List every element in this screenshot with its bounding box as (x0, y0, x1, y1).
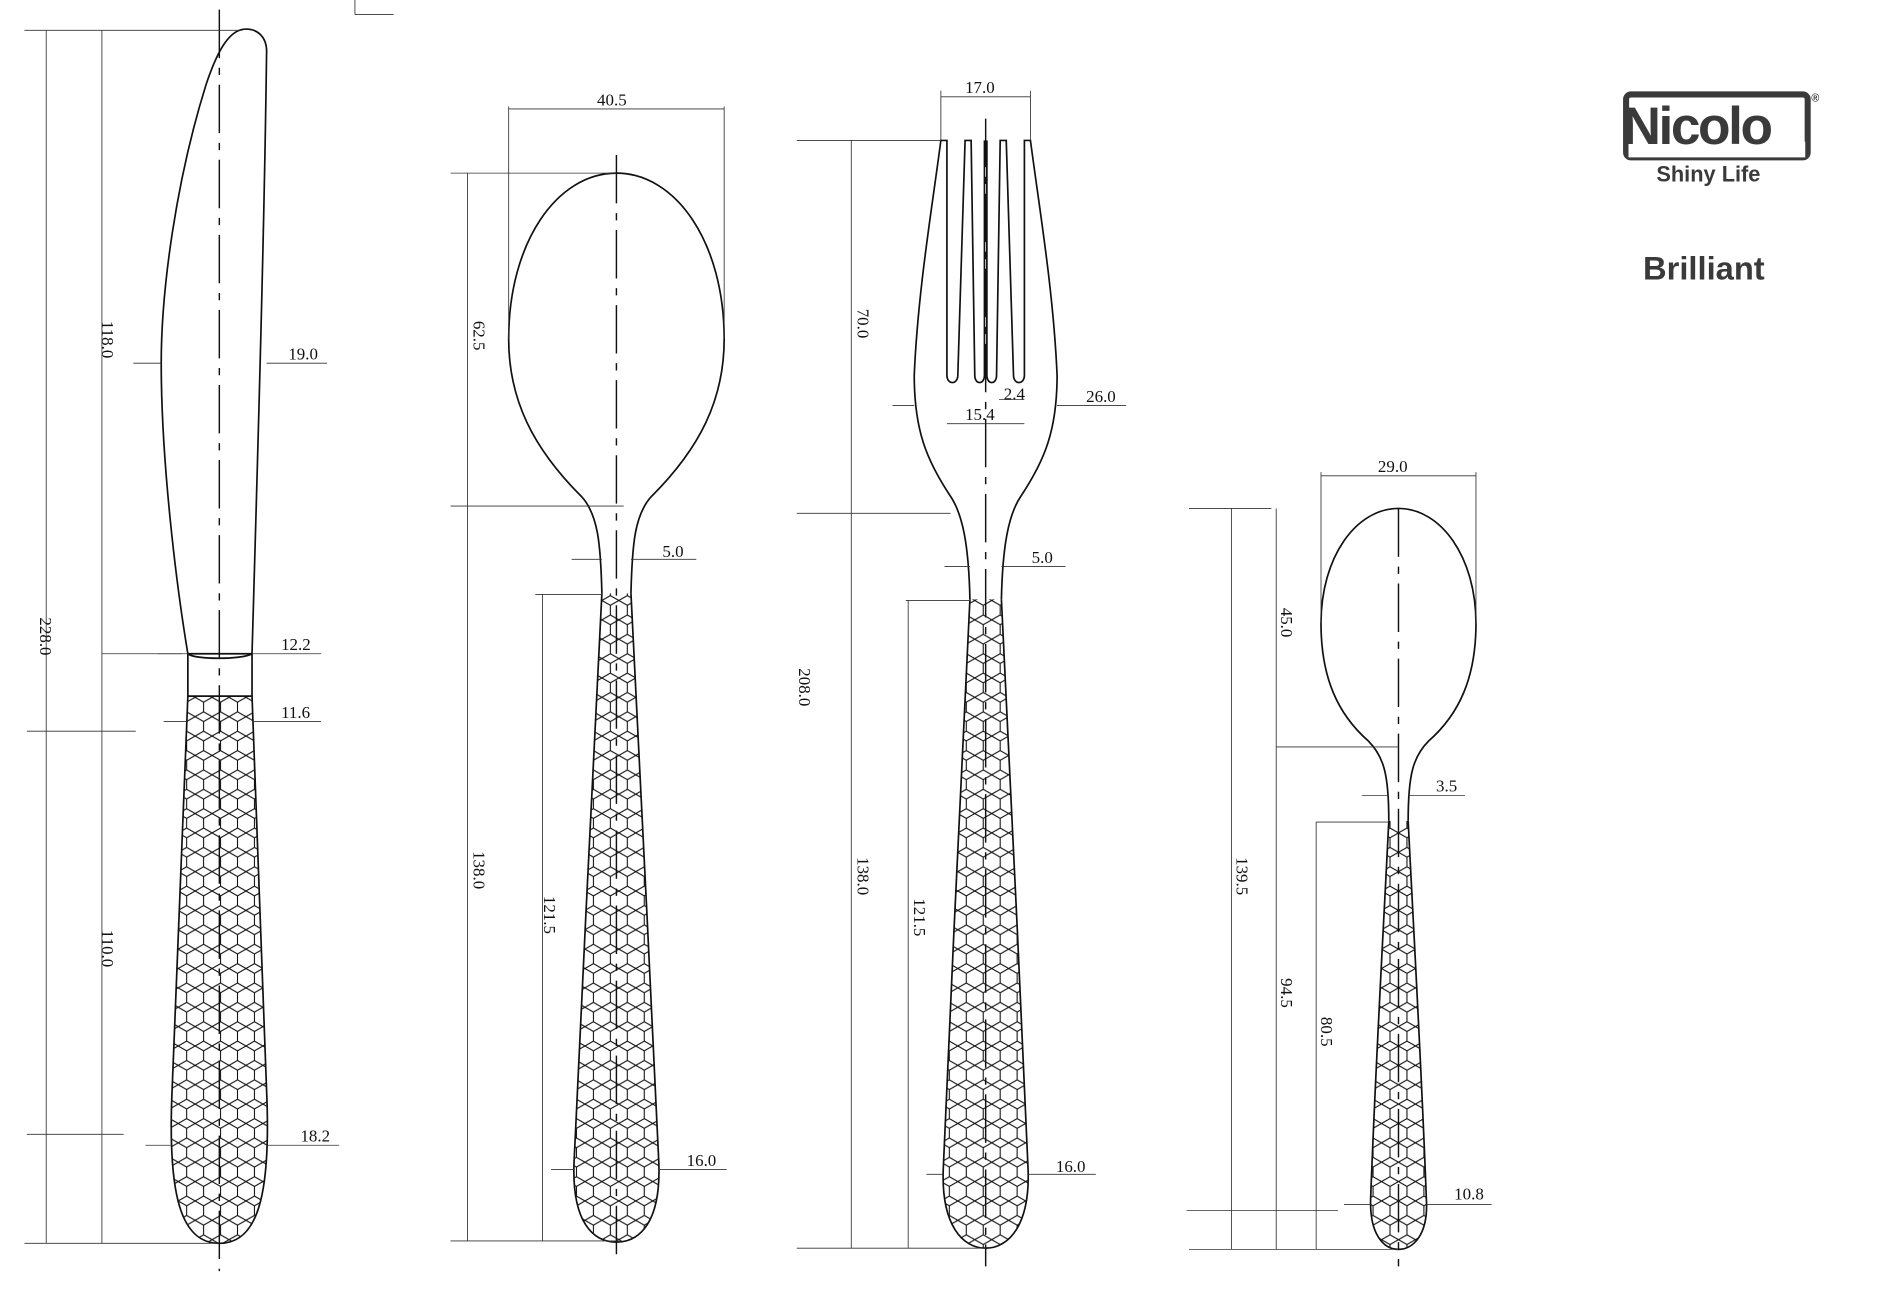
collection-name: Brilliant (1643, 250, 1765, 287)
teaspoon-pattern-dim: 80.5 (1317, 1017, 1336, 1047)
fork-neck-dim: 5.0 (1032, 548, 1053, 567)
knife-neck-width-dim: 12.2 (281, 635, 311, 654)
teaspoon-handle-dim: 94.5 (1277, 978, 1296, 1008)
teaspoon-handle-bottom-dim: 10.8 (1454, 1185, 1484, 1204)
teaspoon-bowl-width-dim: 29.0 (1378, 457, 1408, 476)
knife-handle-bottom-dim: 18.2 (300, 1127, 330, 1146)
teaspoon-neck-dim: 3.5 (1436, 777, 1457, 796)
knife-blade-width-dim: 19.0 (288, 345, 318, 364)
teaspoon: 29.0 45.0 3.5 139.5 94.5 80.5 10.8 (1186, 457, 1492, 1267)
fork-total-dim: 208.0 (795, 668, 814, 706)
fork-tines-inner-dim: 15.4 (965, 405, 995, 424)
teaspoon-total-dim: 139.5 (1232, 857, 1251, 895)
knife: 228.0 118.0 110.0 19.0 12.2 11.6 18.2 (24, 0, 394, 1272)
spoon-bowl-width-dim: 40.5 (597, 90, 627, 109)
fork-tine-width-dim: 17.0 (965, 78, 995, 97)
spoon-handle-dim: 138.0 (470, 851, 489, 889)
spoon-neck-dim: 5.0 (662, 542, 683, 561)
knife-handle-dim: 110.0 (98, 930, 117, 967)
registered-mark: ® (1811, 93, 1819, 105)
fork-tine-gap-dim: 2.4 (1004, 385, 1026, 404)
spoon: 40.5 62.5 5.0 138.0 121.5 16.0 (450, 90, 727, 1260)
knife-handle-top-dim: 11.6 (281, 703, 310, 722)
spoon-pattern-dim: 121.5 (540, 896, 559, 934)
brand-logo: Nicolo ® Shiny Life Brilliant (1622, 91, 1819, 287)
brand-name: Nicolo (1622, 97, 1771, 156)
fork-handle-dim: 138.0 (853, 857, 872, 895)
spoon-handle-bottom-dim: 16.0 (687, 1151, 717, 1170)
fork-head-width-dim: 26.0 (1086, 387, 1116, 406)
knife-blade-dim: 118.0 (98, 321, 117, 358)
knife-total-dim: 228.0 (36, 617, 55, 655)
fork-pattern-dim: 121.5 (910, 898, 929, 936)
fork: 17.0 70.0 208.0 2.4 15.4 26.0 5.0 138.0 … (795, 78, 1127, 1267)
brand-tagline: Shiny Life (1656, 162, 1760, 187)
fork-handle-bottom-dim: 16.0 (1056, 1157, 1086, 1176)
teaspoon-bowl-length-dim: 45.0 (1277, 608, 1296, 638)
spoon-bowl-length-dim: 62.5 (470, 321, 489, 351)
fork-tine-length-dim: 70.0 (853, 309, 872, 339)
